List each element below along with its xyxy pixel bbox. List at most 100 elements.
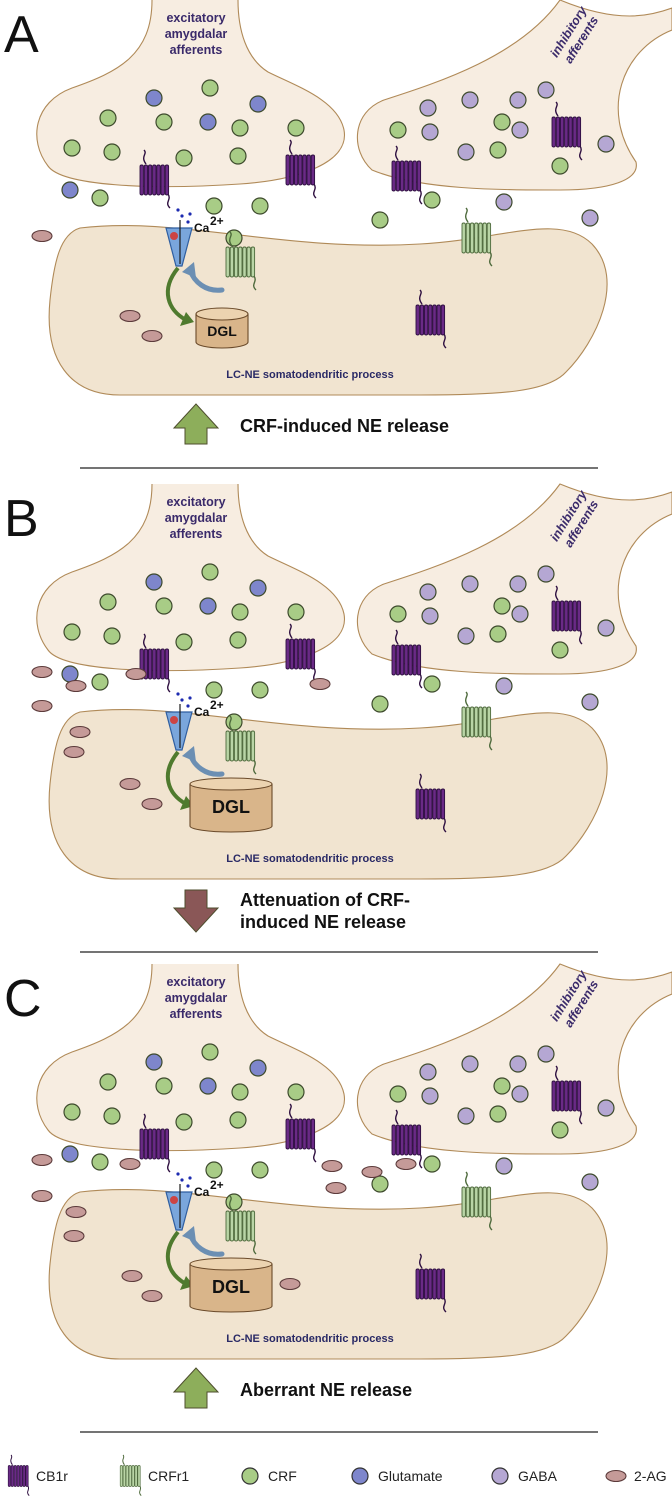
crf-molecule (493, 597, 511, 615)
process-label: LC-NE somatodendritic process (226, 369, 393, 381)
crfr1-receptor (225, 715, 257, 775)
process-label: LC-NE somatodendritic process (226, 853, 393, 865)
2ag-molecule (279, 1277, 301, 1291)
dgl-enzyme (189, 1264, 273, 1313)
crf-molecule (389, 605, 407, 623)
calcium-ion (180, 214, 184, 218)
legend-label: Glutamate (378, 1468, 443, 1484)
crf-molecule (231, 1083, 249, 1101)
gaba-molecule (419, 1063, 437, 1081)
cb1r-receptor (285, 1103, 317, 1163)
2ag-molecule (31, 1189, 53, 1203)
legend-item: GABA (491, 1467, 558, 1485)
excitatory-terminal-label: amygdalar (165, 511, 228, 525)
calcium-ion (176, 208, 180, 212)
glutamate-molecule (61, 1145, 79, 1163)
calcium-label: Ca (194, 1185, 210, 1199)
gaba-molecule (509, 1055, 527, 1073)
crf-molecule (99, 109, 117, 127)
legend-label: CRFr1 (148, 1468, 189, 1484)
gaba-molecule (597, 135, 615, 153)
calcium-to-dgl-arrow (166, 266, 188, 322)
crf-molecule (231, 119, 249, 137)
excitatory-terminal (36, 483, 345, 672)
crf-molecule (493, 1077, 511, 1095)
crf-molecule (551, 157, 569, 175)
calcium-label: Ca (194, 221, 210, 235)
crf-molecule (251, 681, 269, 699)
2ag-molecule (119, 1157, 141, 1171)
2ag-molecule (119, 777, 141, 791)
crf-molecule (423, 1155, 441, 1173)
calcium-ion (188, 212, 192, 216)
cb1r-receptor (391, 1109, 423, 1169)
glutamate-molecule (199, 1077, 217, 1095)
calcium-superscript: 2+ (210, 214, 224, 228)
crf-molecule (63, 1103, 81, 1121)
cb1r-receptor (415, 773, 447, 833)
crf-molecule (423, 675, 441, 693)
crfr1-receptor (461, 207, 493, 267)
crf-molecule (251, 1161, 269, 1179)
gaba-molecule (511, 1085, 529, 1103)
crf-molecule (201, 563, 219, 581)
panel-letter: B (4, 490, 39, 548)
crfr1-receptor (461, 1171, 493, 1231)
2ag-molecule-icon (605, 1469, 627, 1483)
2ag-molecule (69, 725, 91, 739)
crf-molecule (389, 121, 407, 139)
glutamate-molecule (249, 579, 267, 597)
crf-molecule (175, 633, 193, 651)
2ag-molecule (31, 699, 53, 713)
cb1r-receptor (391, 145, 423, 205)
excitatory-terminal-label: afferents (170, 527, 223, 541)
legend-label: 2-AG (634, 1468, 667, 1484)
excitatory-terminal-label: amygdalar (165, 991, 228, 1005)
cb1r-receptor (551, 101, 583, 161)
2ag-molecule (121, 1269, 143, 1283)
crf-molecule (63, 623, 81, 641)
gaba-molecule (421, 1087, 439, 1105)
gaba-molecule (457, 1107, 475, 1125)
dgl-enzyme-top (189, 777, 273, 791)
glutamate-molecule (249, 1059, 267, 1077)
crf-molecule (489, 141, 507, 159)
dgl-enzyme (195, 314, 249, 349)
gaba-molecule (581, 209, 599, 227)
glutamate-molecule (145, 1053, 163, 1071)
2ag-molecule (63, 745, 85, 759)
2ag-molecule (321, 1159, 343, 1173)
crf-molecule (103, 1107, 121, 1125)
crf-molecule (99, 593, 117, 611)
crf-molecule (251, 197, 269, 215)
calcium-label: Ca (194, 705, 210, 719)
glutamate-molecule (61, 665, 79, 683)
dgl-enzyme-top (189, 1257, 273, 1271)
glutamate-molecule (249, 95, 267, 113)
gaba-molecule (419, 583, 437, 601)
gaba-molecule (419, 99, 437, 117)
crf-molecule (423, 191, 441, 209)
gaba-molecule (537, 565, 555, 583)
gaba-molecule (511, 605, 529, 623)
crf-molecule (155, 1077, 173, 1095)
2ag-molecule (141, 1289, 163, 1303)
crf-molecule (225, 1193, 243, 1211)
crfr1-signal-arrowhead (182, 262, 196, 278)
2ag-molecule (309, 677, 331, 691)
gaba-molecule (597, 1099, 615, 1117)
calcium-ion (188, 1176, 192, 1180)
crf-molecule (551, 641, 569, 659)
crfr1-receptor-icon (119, 1454, 142, 1496)
crf-molecule (91, 673, 109, 691)
gaba-molecule (511, 121, 529, 139)
crf-molecule (225, 713, 243, 731)
crfr1-signal-arrowhead (182, 1226, 196, 1242)
excitatory-terminal-label: excitatory (166, 11, 225, 25)
increase-arrow-icon (172, 1367, 220, 1409)
crf-molecule (231, 603, 249, 621)
crf-molecule (371, 695, 389, 713)
